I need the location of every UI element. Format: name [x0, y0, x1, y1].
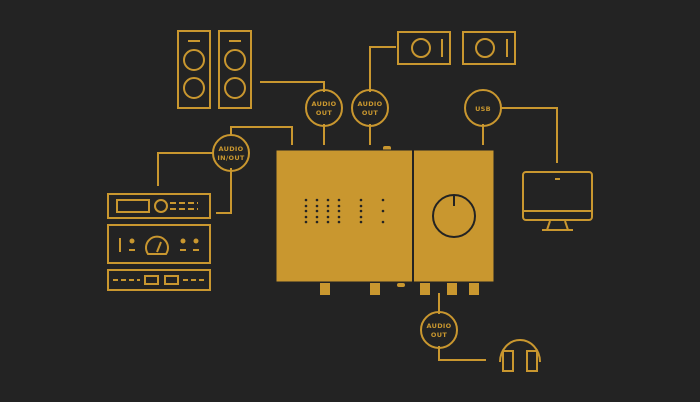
audio-interface-icon	[275, 146, 495, 295]
rack-knob-dots	[129, 238, 199, 251]
speaker-icon	[218, 30, 252, 109]
rack-io-bottom-line	[216, 168, 232, 214]
rack-io-left-line	[157, 152, 213, 186]
rack-io-top-line	[230, 126, 293, 145]
audio-out-connector	[351, 89, 389, 127]
connector-label: AUDIO	[358, 100, 383, 108]
connector-label: USB	[475, 105, 491, 113]
studio-monitor-icon	[462, 31, 516, 65]
connector-label: OUT	[362, 109, 378, 117]
monitor-connection-line	[369, 46, 396, 92]
connector-label: OUT	[316, 109, 332, 117]
usb-connector	[464, 89, 502, 127]
connector-label: AUDIO	[312, 100, 337, 108]
connector-label: AUDIO	[427, 322, 452, 330]
rack-gear-icon	[107, 193, 211, 291]
monitor-icon	[522, 171, 593, 231]
audio-out-connector	[420, 311, 458, 349]
audio-in-out-connector	[212, 134, 250, 172]
meter-dots	[304, 198, 385, 224]
connector-label: OUT	[431, 331, 447, 339]
connector-label: IN/OUT	[217, 154, 245, 162]
studio-monitor-icon	[397, 31, 451, 65]
headphones-icon	[499, 339, 541, 372]
speaker-icon	[177, 30, 211, 109]
speaker-connection-line	[260, 81, 325, 92]
headphone-line	[438, 346, 486, 361]
usb-computer-line	[500, 107, 558, 163]
audio-out-connector	[305, 89, 343, 127]
connector-label: AUDIO	[219, 145, 244, 153]
